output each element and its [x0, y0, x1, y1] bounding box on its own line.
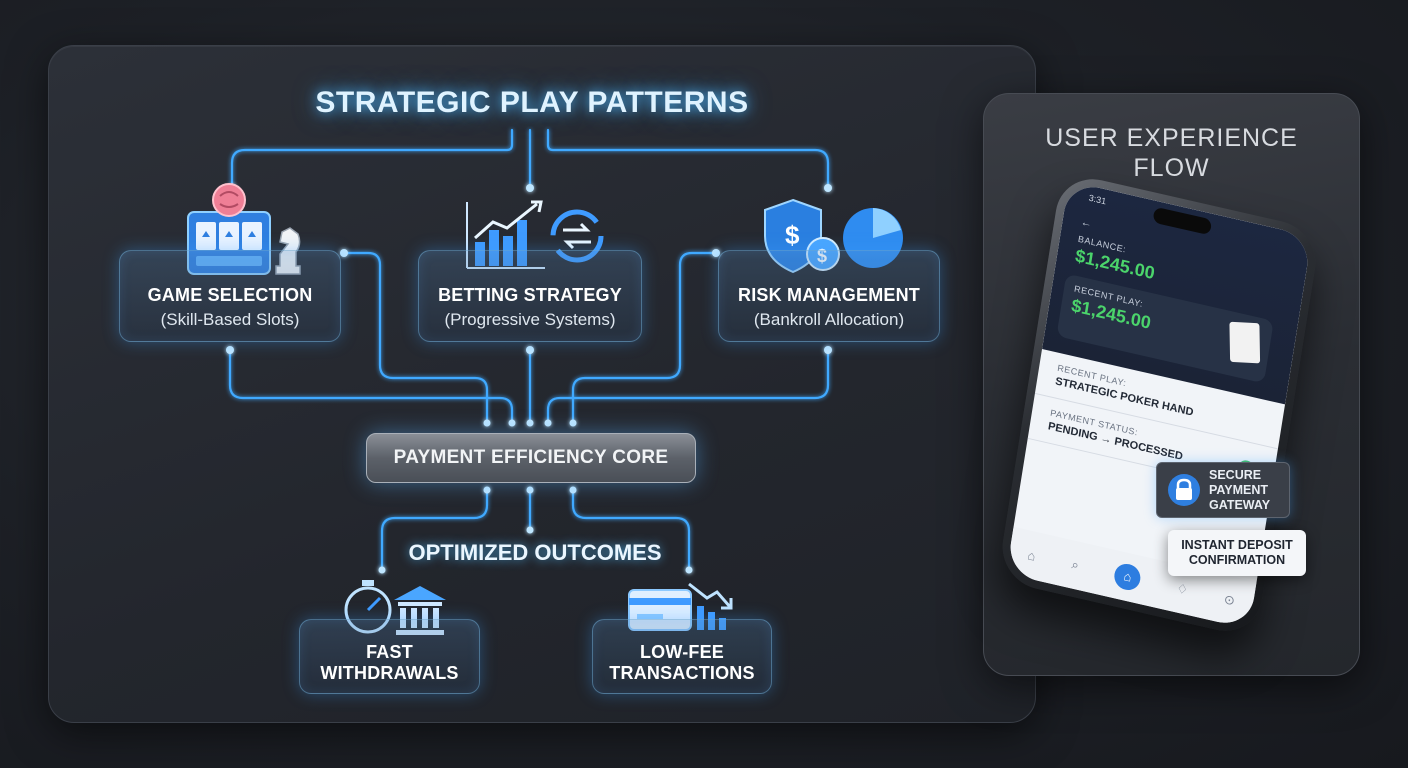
stopwatch-bank-icon	[344, 580, 446, 635]
settings-icon[interactable]: ⊙	[1222, 591, 1237, 609]
secure-payment-gateway-badge: SECURE PAYMENT GATEWAY	[1156, 462, 1290, 518]
node-risk-management-subtitle: (Bankroll Allocation)	[753, 310, 905, 329]
svg-text:$: $	[817, 246, 827, 266]
search-icon[interactable]: ⌕	[1070, 556, 1081, 573]
outcome-lowfee-line2: TRANSACTIONS	[609, 663, 755, 683]
optimized-outcomes-title: OPTIMIZED OUTCOMES	[408, 540, 662, 565]
outcome-lowfee-line1: LOW-FEE	[639, 642, 725, 662]
card-downtrend-icon	[628, 582, 733, 631]
phone-time: 3:31	[1088, 192, 1107, 207]
svg-text:$: $	[785, 220, 800, 250]
home-outline-icon[interactable]: ⌂	[1026, 546, 1037, 564]
payment-efficiency-core: PAYMENT EFFICIENCY CORE	[366, 433, 696, 483]
outcome-fast-line2: WITHDRAWALS	[320, 663, 459, 683]
outcome-low-fee-transactions: LOW-FEE TRANSACTIONS	[592, 619, 772, 694]
secure-line1: SECURE	[1209, 468, 1262, 482]
outcome-fast-line1: FAST	[366, 642, 413, 662]
node-game-selection-subtitle: (Skill-Based Slots)	[160, 310, 300, 329]
main-diagram-panel	[48, 45, 1036, 723]
secure-line3: GATEWAY	[1209, 498, 1271, 512]
growth-chart-exchange-icon	[466, 200, 604, 269]
node-game-selection-title: GAME SELECTION	[147, 285, 313, 305]
side-title-line1: USER EXPERIENCE	[1045, 124, 1298, 152]
lock-icon	[1168, 474, 1200, 506]
node-betting-strategy-subtitle: (Progressive Systems)	[444, 310, 616, 329]
node-game-selection: GAME SELECTION (Skill-Based Slots)	[119, 250, 341, 342]
diagram-title: STRATEGIC PLAY PATTERNS	[315, 86, 749, 119]
node-risk-management-title: RISK MANAGEMENT	[738, 285, 920, 305]
node-risk-management: RISK MANAGEMENT (Bankroll Allocation)	[718, 250, 940, 342]
side-panel-title: USER EXPERIENCE FLOW	[983, 123, 1360, 183]
outcome-fast-withdrawals: FAST WITHDRAWALS	[299, 619, 480, 694]
instant-deposit-badge: INSTANT DEPOSIT CONFIRMATION	[1168, 530, 1306, 576]
phone-notch	[1152, 206, 1213, 236]
instant-line2: CONFIRMATION	[1188, 553, 1286, 567]
side-title-line2: FLOW	[1133, 154, 1210, 182]
node-betting-strategy: BETTING STRATEGY (Progressive Systems)	[418, 250, 642, 342]
instant-line1: INSTANT DEPOSIT	[1181, 538, 1293, 552]
home-icon[interactable]: ⌂	[1112, 561, 1143, 593]
shield-dollar-pie-icon: $ $	[764, 198, 903, 274]
playing-card-icon	[1229, 321, 1261, 364]
slot-machine-brain-icon	[187, 183, 301, 275]
node-betting-strategy-title: BETTING STRATEGY	[438, 285, 622, 305]
bell-icon[interactable]: ♢	[1175, 580, 1190, 598]
secure-line2: PAYMENT	[1209, 483, 1269, 497]
